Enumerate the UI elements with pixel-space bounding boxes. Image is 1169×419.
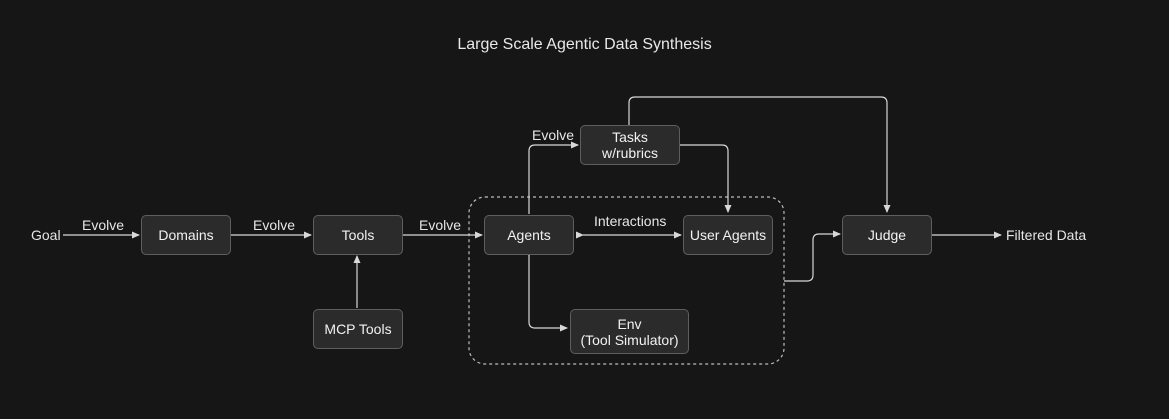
agents-node-label: Agents	[507, 227, 551, 243]
mcp-tools-node: MCP Tools	[313, 309, 403, 349]
env-node: Env (Tool Simulator)	[570, 309, 689, 354]
evolve-label-domains-tools: Evolve	[253, 217, 296, 233]
tasks-node-label: Tasks	[612, 129, 648, 145]
tasks-node-sublabel: w/rubrics	[601, 145, 658, 161]
tools-node: Tools	[313, 215, 403, 255]
edge-agents-to-tasks	[528, 141, 579, 214]
edge-tasks-to-user-agents	[680, 144, 732, 213]
evolve-label-goal-domains: Evolve	[82, 217, 125, 233]
evolve-label-tools-agents: Evolve	[419, 217, 462, 233]
filtered-data-label: Filtered Data	[1006, 227, 1087, 243]
domains-node-label: Domains	[158, 227, 214, 243]
tools-node-label: Tools	[341, 227, 375, 243]
agents-node: Agents	[484, 215, 574, 255]
env-node-label: Env	[617, 315, 642, 332]
interactions-label: Interactions	[594, 213, 667, 229]
judge-node-label: Judge	[867, 227, 907, 243]
edge-tasks-to-judge	[628, 96, 891, 213]
tasks-node: Tasks w/rubrics	[580, 125, 680, 165]
diagram-title: Large Scale Agentic Data Synthesis	[457, 36, 712, 53]
user-agents-node-label: User Agents	[689, 227, 767, 243]
goal-label: Goal	[31, 227, 61, 243]
env-node-sublabel: (Tool Simulator)	[580, 331, 679, 348]
domains-node: Domains	[141, 215, 231, 255]
edge-agents-env	[525, 249, 568, 332]
edge-loop-to-judge	[784, 230, 841, 282]
evolve-label-agents-tasks: Evolve	[532, 127, 575, 143]
mcp-tools-node-label: MCP Tools	[324, 321, 392, 337]
judge-node: Judge	[842, 215, 932, 255]
user-agents-node: User Agents	[683, 215, 773, 255]
